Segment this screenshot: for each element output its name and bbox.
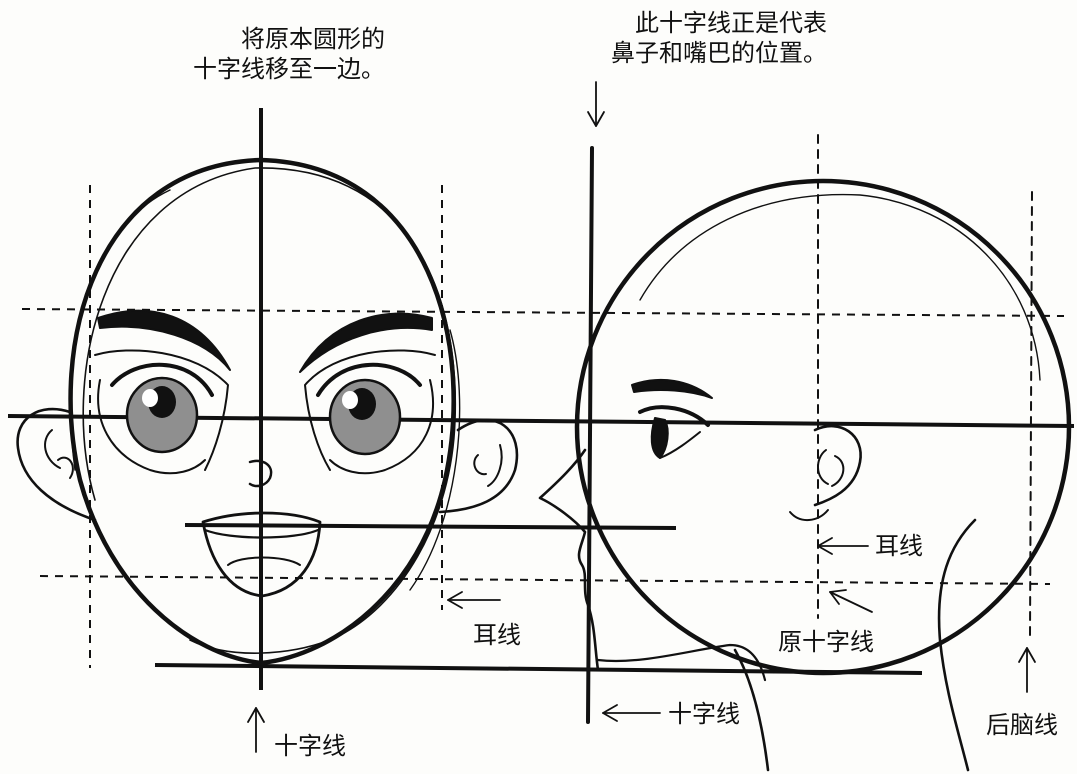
front-head-oval-outline (68, 157, 456, 666)
side-back-head-line-label: 后脑线 (986, 711, 1058, 739)
side-head-circle (574, 178, 1072, 676)
annotation-arrows (247, 81, 1036, 753)
side-jaw-line (596, 643, 767, 682)
side-ear-line-label: 耳线 (875, 532, 923, 560)
front-left-ear-inner (44, 429, 74, 479)
front-left-ear (16, 407, 97, 522)
top-right-note: 此十字线正是代表 鼻子和嘴巴的位置。 (611, 9, 827, 67)
front-left-eyebrow (97, 309, 231, 371)
side-vertical-cross-line (586, 146, 594, 724)
front-right-eye-highlight (342, 391, 358, 409)
side-original-cross-label: 原十字线 (778, 628, 874, 656)
side-ear-lobe (789, 509, 829, 521)
front-head (16, 157, 519, 666)
side-face-profile (538, 448, 600, 672)
side-ear-inner (817, 449, 845, 487)
front-mouth-outline (201, 511, 322, 598)
front-head-sketch-outline-2 (70, 189, 461, 591)
front-right-eye-frame (304, 349, 436, 475)
side-cross-line-label: 十字线 (668, 700, 740, 728)
front-cross-line-label: 十字线 (274, 732, 346, 760)
side-eye-lower (659, 431, 701, 459)
top-left-note: 将原本圆形的 十字线移至一边。 (193, 25, 385, 83)
brow-dashed-line (21, 308, 1065, 317)
down-arrow-icon (587, 81, 605, 127)
side-head-sketch-outline (639, 193, 1041, 381)
front-right-ear-inner (473, 444, 503, 487)
front-left-eye-highlight (142, 389, 158, 407)
front-right-ear (438, 418, 519, 514)
left-arrow-icon (602, 704, 661, 722)
side-back-head-dashed-line (1029, 191, 1033, 636)
front-mouth-tongue (227, 556, 301, 566)
side-view (538, 134, 1072, 772)
side-eye-upper-lid (638, 405, 710, 427)
front-right-eyebrow (299, 312, 433, 373)
front-right-upper-lid (316, 362, 422, 397)
front-left-eye-frame (94, 349, 229, 475)
front-ear-line-label: 耳线 (473, 621, 521, 649)
side-ear (813, 424, 862, 507)
front-left-upper-lid (110, 362, 214, 397)
side-eyebrow (631, 378, 713, 399)
lower-dashed-line (39, 575, 1051, 585)
left-arrow-icon (817, 537, 869, 555)
front-head-sketch-outline (82, 167, 457, 654)
side-eye (650, 417, 669, 459)
front-nose (248, 459, 273, 488)
diagonal-arrow-icon (829, 589, 873, 613)
front-mouth-teeth-line (203, 528, 320, 539)
side-neck-front (733, 648, 770, 772)
side-neck-back (937, 518, 977, 772)
left-arrow-icon (447, 591, 501, 609)
up-arrow-icon (1018, 647, 1036, 693)
up-arrow-icon (247, 707, 265, 753)
